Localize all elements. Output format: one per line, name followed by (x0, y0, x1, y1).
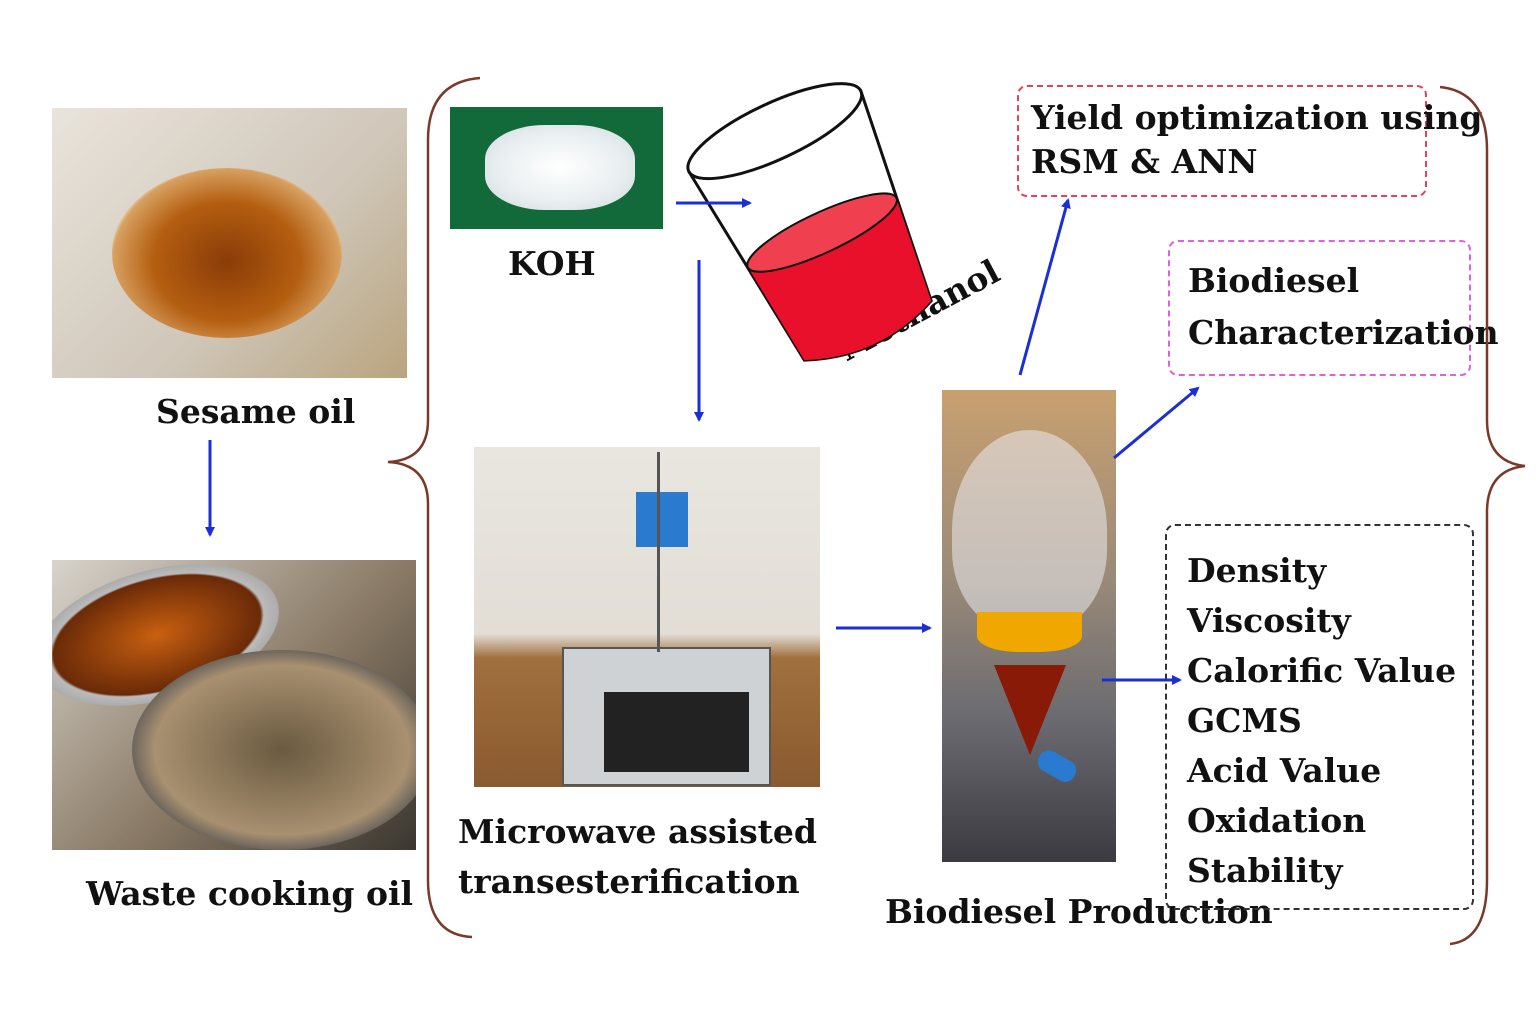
characterization-line2: Characterization (1188, 313, 1499, 352)
koh-photo (450, 107, 663, 229)
sesame-oil-photo (52, 108, 407, 378)
yield-line1: Yield optimization using (1031, 98, 1483, 137)
separating-funnel-photo (942, 390, 1116, 862)
property-item: Acid Value (1187, 751, 1382, 790)
biodiesel-production-label: Biodiesel Production (885, 892, 1273, 931)
yield-optimization-box: Yield optimization using RSM & ANN (1017, 85, 1483, 197)
property-item: Stability (1187, 851, 1343, 890)
methanol-beaker-icon (686, 82, 933, 362)
characterization-box: Biodiesel Characterization (1168, 240, 1499, 376)
property-item: Density (1187, 551, 1327, 590)
property-item: Oxidation (1187, 801, 1367, 840)
property-item: GCMS (1187, 701, 1302, 740)
waste-cooking-oil-label: Waste cooking oil (86, 874, 414, 913)
arrow-production-to-yield (1018, 198, 1071, 376)
koh-label: KOH (508, 244, 596, 283)
microwave-label-line2: transesterification (458, 862, 800, 901)
left-brace (387, 76, 481, 939)
property-item: Viscosity (1187, 601, 1351, 640)
microwave-label-line1: Microwave assisted (458, 812, 817, 851)
arrow-production-to-characterization (1113, 386, 1200, 460)
waste-cooking-oil-photo (52, 560, 416, 850)
microwave-setup-photo (474, 447, 820, 787)
characterization-line1: Biodiesel (1188, 261, 1360, 300)
yield-line2: RSM & ANN (1031, 142, 1258, 181)
property-item: Calorific Value (1187, 651, 1457, 690)
right-brace (1439, 85, 1526, 946)
sesame-oil-label: Sesame oil (156, 392, 356, 431)
